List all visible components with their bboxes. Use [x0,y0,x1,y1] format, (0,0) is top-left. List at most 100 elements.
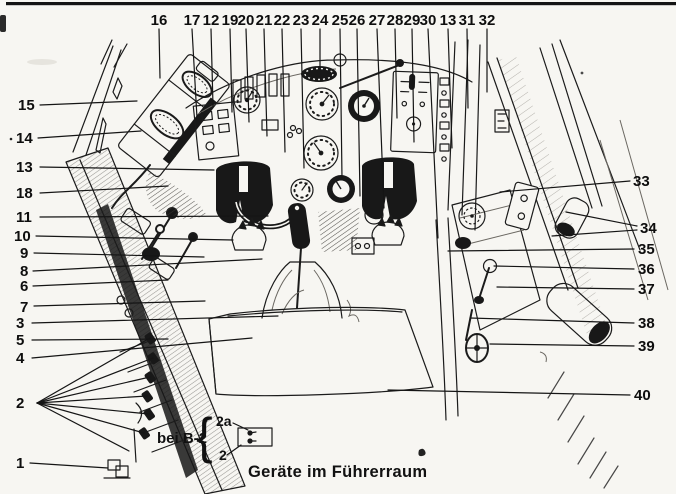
leader-line-17 [191,28,198,119]
leader-line-22 [281,28,286,153]
leader-line-40 [387,389,631,396]
leader-line-13 [39,166,215,171]
seat-pan [208,217,459,421]
callout-8: 8 [20,263,28,280]
callout-14: 14 [16,130,33,147]
callout-9: 9 [20,245,28,262]
callout-26: 26 [349,12,366,29]
variant-item-bottom: 2 [219,447,227,463]
callout-35: 35 [638,241,655,258]
leader-line-2 [36,357,154,404]
callout-2: 2 [16,395,24,412]
leader-line-16 [158,28,161,79]
callout-25: 25 [332,12,349,29]
leader-line-2 [36,402,150,415]
leader-line-2 [36,402,145,434]
leader-line-1 [29,462,109,469]
leader-line-36 [493,265,635,270]
callout-15: 15 [18,97,35,114]
leader-line-27 [376,28,385,209]
callout-10: 10 [14,228,31,245]
callout-12: 12 [203,12,220,29]
leader-line-20 [245,28,250,123]
callout-4: 4 [16,350,25,367]
leader-line-11 [39,215,269,218]
leader-line-33 [499,180,631,193]
leader-line-31 [466,28,469,109]
leader-line-2 [36,402,130,452]
leader-line-19 [229,28,233,113]
leader-line-30 [427,28,439,239]
callout-1: 1 [16,455,24,472]
leader-line-5 [31,338,169,341]
controls-center [216,157,417,323]
callout-40: 40 [634,387,651,404]
leader-line-21 [263,28,268,137]
leader-line-23 [300,28,305,169]
leader-line-9 [33,252,205,258]
callout-33: 33 [633,173,650,190]
leader-line-3 [31,315,279,324]
callout-34: 34 [640,220,657,237]
leader-line-15 [39,100,138,106]
leader-line-12 [210,28,214,107]
callout-32: 32 [479,12,496,29]
callout-13: 13 [16,159,33,176]
callout-11: 11 [16,209,32,226]
leader-line-34 [551,229,638,237]
leader-line-18 [39,185,169,194]
callout-20: 20 [238,12,255,29]
leader-line-4 [31,337,253,359]
callout-31: 31 [459,12,476,29]
callout-23: 23 [293,12,310,29]
leader-line-25 [339,28,343,179]
callout-24: 24 [312,12,329,29]
left-canopy-frame [72,39,128,156]
callout-5: 5 [16,332,24,349]
callout-16: 16 [151,12,168,29]
gauge-cluster [233,86,384,225]
callout-37: 37 [638,281,655,298]
right-console [451,39,669,489]
leader-line-28 [394,28,398,119]
callout-7: 7 [20,299,28,316]
variant-part-box [237,427,273,447]
leader-line-38 [469,317,635,324]
callout-27: 27 [369,12,386,29]
leader-line-37 [496,286,635,290]
leader-line-26 [356,28,361,197]
callout-29: 29 [404,12,421,29]
figure-caption: Geräte im Führerraum [248,463,427,481]
leader-line-2 [36,395,148,404]
leader-line-2 [36,376,151,404]
callout-19: 19 [222,12,239,29]
variant-annotation: bei B-2 { 2a 2 [133,402,273,464]
leader-line-14 [37,130,142,139]
callout-6: 6 [20,278,28,295]
callout-28: 28 [387,12,404,29]
callout-22: 22 [274,12,291,29]
scan-artifacts [0,2,676,457]
variant-item-top: 2a [216,413,232,429]
leader-line-29 [411,28,415,143]
callout-39: 39 [638,338,655,355]
leader-line-13 [447,28,453,149]
switch-column [439,77,450,162]
callout-38: 38 [638,315,655,332]
leader-line-35 [447,248,635,252]
leader-line-7 [33,300,206,307]
callout-3: 3 [16,315,24,332]
callout-17: 17 [184,12,201,29]
callout-13: 13 [440,12,457,29]
callout-21: 21 [256,12,273,29]
leader-line-34 [565,211,638,227]
leader-line-10 [35,235,234,241]
left-canopy-apparatus [111,54,230,219]
leader-line-8 [32,258,263,272]
callout-18: 18 [16,185,33,202]
variant-brace: { [196,408,213,464]
leader-line-6 [32,279,169,287]
